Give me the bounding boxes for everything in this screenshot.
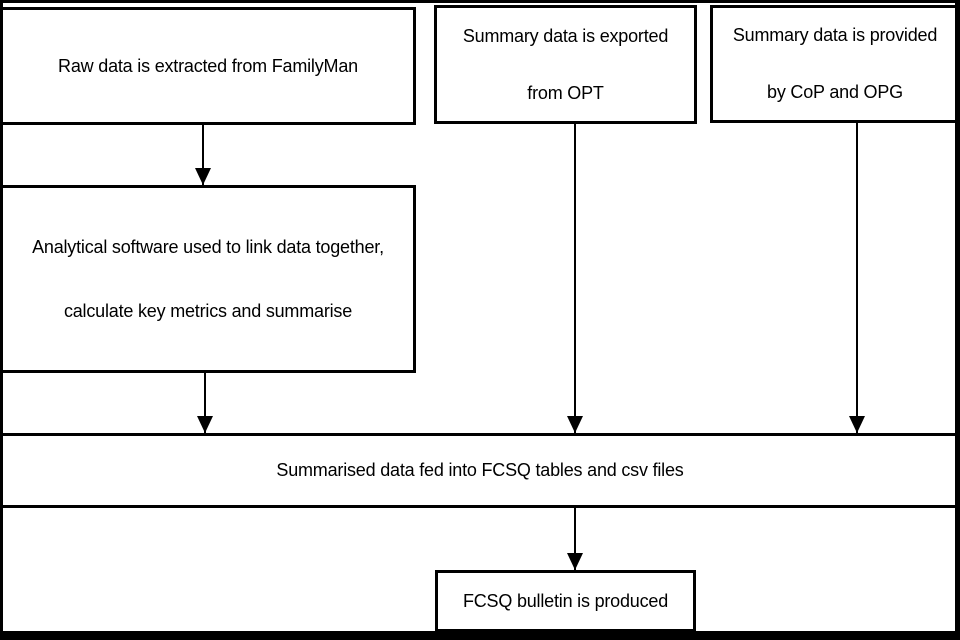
arrow-line <box>574 124 576 433</box>
box-analytical-software-line2: calculate key metrics and summarise <box>63 301 353 321</box>
box-summary-data-cop-opg-line2: by CoP and OPG <box>767 82 903 102</box>
arrow-down-head <box>197 416 213 433</box>
arrow-tables-to-bulletin <box>567 508 583 570</box>
arrow-line <box>204 373 206 433</box>
box-fcsq-bulletin: FCSQ bulletin is produced <box>435 570 696 632</box>
box-fcsq-tables-csv: Summarised data fed into FCSQ tables and… <box>0 433 960 508</box>
box-summary-data-opt-line2: from OPT <box>527 82 604 103</box>
arrow-opt-to-tables <box>567 124 583 433</box>
arrow-cop-opg-to-tables <box>849 123 865 433</box>
box-summary-data-opt-line1: Summary data is exported <box>462 25 669 46</box>
box-analytical-software-line1: Analytical software used to link data to… <box>32 237 384 257</box>
arrow-down-head <box>195 168 211 185</box>
arrow-line <box>202 125 204 185</box>
arrow-analytical-to-tables <box>197 373 213 433</box>
box-raw-data-familyman-label: Raw data is extracted from FamilyMan <box>58 55 358 76</box>
box-fcsq-tables-csv-label: Summarised data fed into FCSQ tables and… <box>276 460 684 481</box>
box-summary-data-cop-opg: Summary data is provided by CoP and OPG <box>710 5 960 123</box>
arrow-line <box>856 123 858 433</box>
arrow-familyman-to-analytical <box>195 125 211 185</box>
box-raw-data-familyman: Raw data is extracted from FamilyMan <box>0 7 416 125</box>
box-analytical-software: Analytical software used to link data to… <box>0 185 416 373</box>
arrow-down-head <box>567 416 583 433</box>
arrow-line <box>574 508 576 570</box>
box-fcsq-bulletin-label: FCSQ bulletin is produced <box>462 590 669 611</box>
arrow-down-head <box>567 553 583 570</box>
box-summary-data-opt: Summary data is exported from OPT <box>434 5 697 124</box>
box-summary-data-cop-opg-line1: Summary data is provided <box>732 25 938 45</box>
arrow-down-head <box>849 416 865 433</box>
